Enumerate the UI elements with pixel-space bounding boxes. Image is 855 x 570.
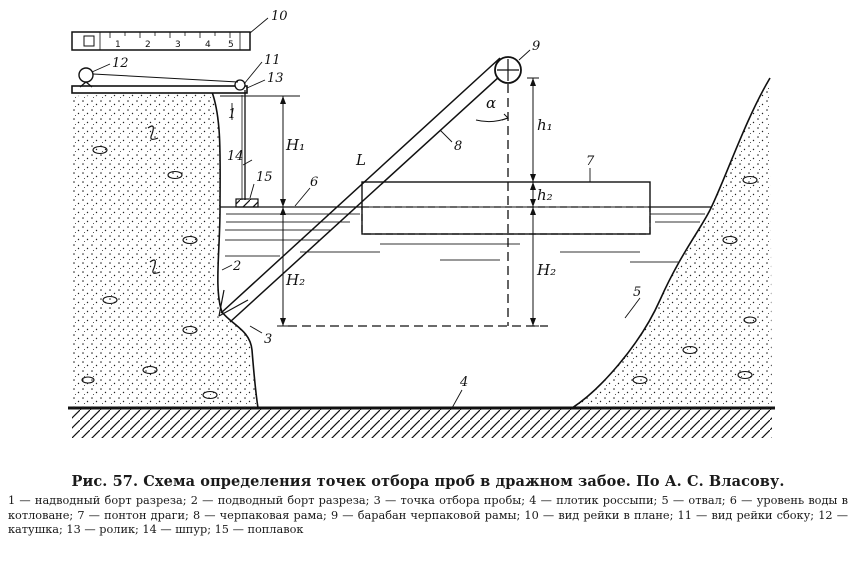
callout-15: 15 [256,170,273,185]
caption-title: Рис. 57. Схема определения точек отбора … [71,473,785,490]
ruler-mark-4: 4 [205,40,211,50]
dim-alpha: α [486,94,496,112]
callout-11: 11 [264,53,281,68]
caption-legend: 1 — надводный борт разреза; 2 — подводны… [8,494,848,536]
callout-13: 13 [267,71,284,86]
ruler-mark-1: 1 [115,40,121,50]
dim-H2-left: H₂ [285,271,305,289]
callout-6: 6 [310,175,318,190]
callout-12: 12 [112,56,129,71]
dim-H1: H₁ [285,136,305,154]
ladder-drum [494,56,522,84]
pontoon [361,181,651,235]
ruler-mark-3: 3 [175,40,181,50]
callout-3: 3 [264,332,272,347]
callout-5: 5 [633,285,641,300]
ruler-mark-2: 2 [145,40,151,50]
left-bank [72,91,259,409]
figure-caption: Рис. 57. Схема определения точек отбора … [8,472,848,538]
dimension-lines [220,77,548,327]
bedrock-hatch [68,406,775,438]
dredge-ladder [218,57,512,323]
dimension-arrows [280,78,536,326]
callout-2: 2 [232,259,241,274]
callout-7: 7 [586,154,595,169]
dim-L: L [355,151,366,169]
ruler-mark-5: 5 [228,40,234,50]
callout-9: 9 [532,39,540,54]
survey-rod-assembly [71,67,259,208]
spoil-dump [571,77,772,409]
survey-rod-plan: 1 2 3 4 5 [71,31,251,51]
callout-labels: 10 11 12 13 1 14 15 6 7 8 9 2 3 4 5 [112,9,641,390]
dim-h1: h₁ [537,116,553,134]
callout-14: 14 [227,149,244,164]
dim-h2: h₂ [537,186,553,204]
dim-H2-right: H₂ [536,261,556,279]
callout-8: 8 [454,139,462,154]
dimension-labels: H₁ H₂ h₁ h₂ H₂ L α [285,94,556,289]
callout-10: 10 [271,9,288,24]
diagram-figure: 1 2 3 4 5 10 11 12 13 1 14 15 6 7 8 9 2 [68,9,775,438]
callout-leaders [91,17,641,409]
callout-1: 1 [228,107,236,122]
callout-4: 4 [459,375,468,390]
